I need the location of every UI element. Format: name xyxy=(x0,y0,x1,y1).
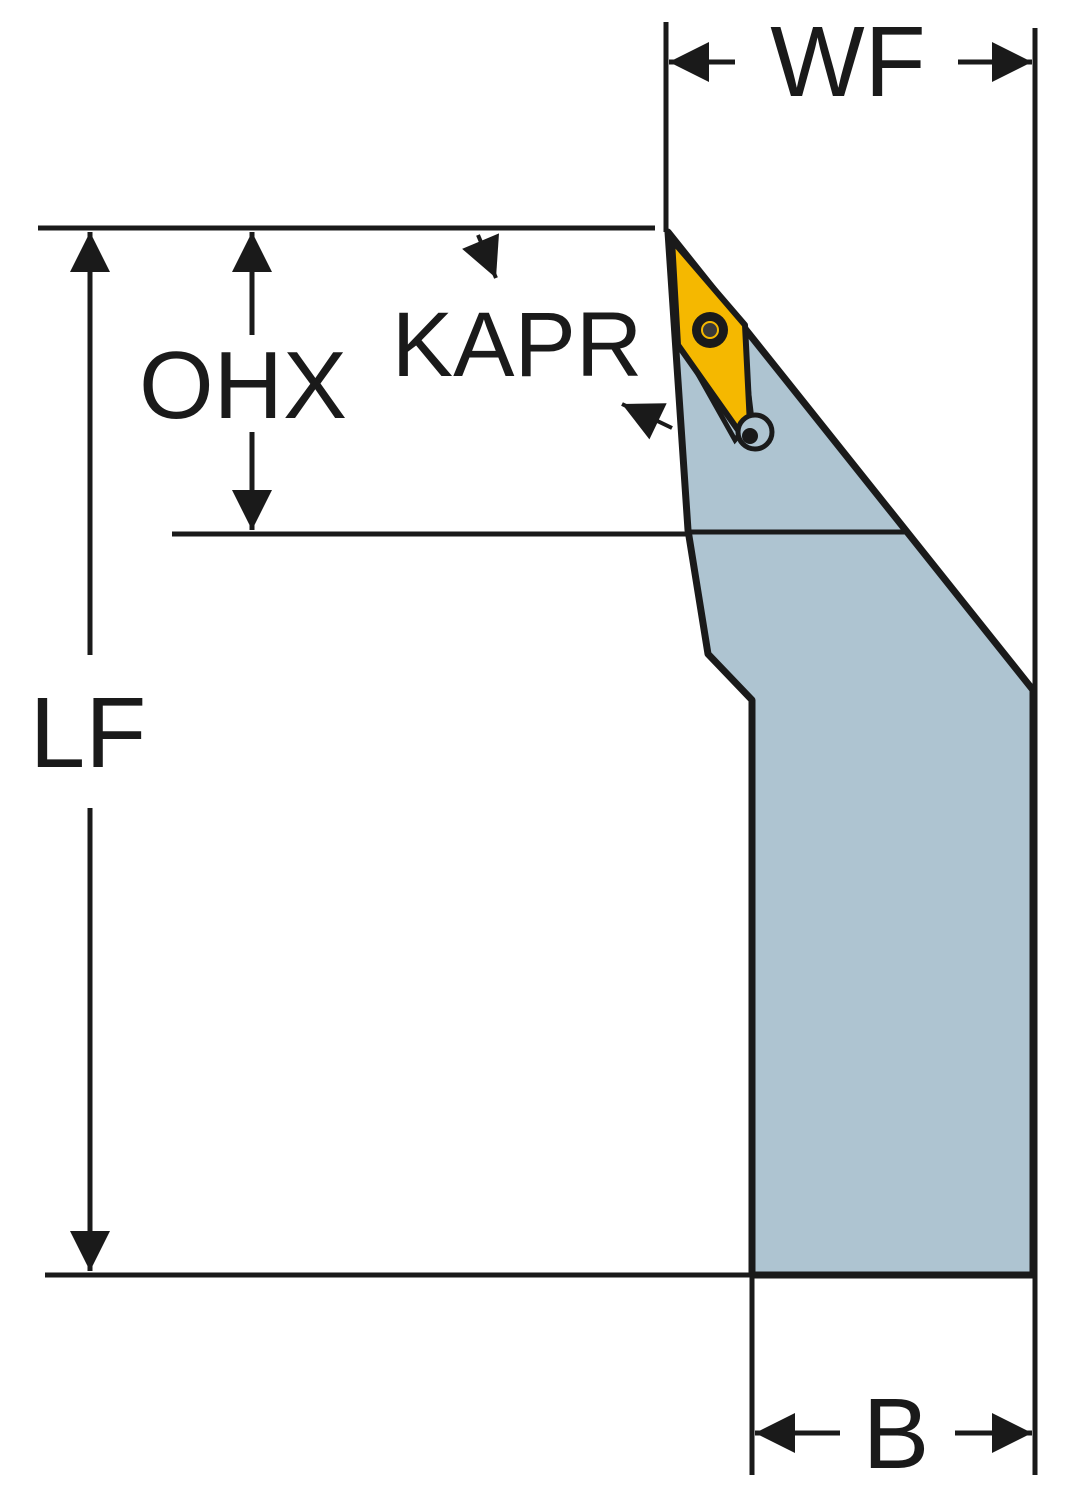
torx-screw-icon xyxy=(692,312,728,348)
wf-label: WF xyxy=(770,6,925,118)
kapr-arrow-top xyxy=(462,233,500,279)
kapr-label: KAPR xyxy=(392,294,643,396)
kapr-arrow-bottom xyxy=(621,402,673,440)
clamp-pin-icon xyxy=(735,412,775,452)
b-label: B xyxy=(863,1378,930,1490)
ohx-label: OHX xyxy=(139,332,347,439)
lf-label: LF xyxy=(30,677,147,789)
